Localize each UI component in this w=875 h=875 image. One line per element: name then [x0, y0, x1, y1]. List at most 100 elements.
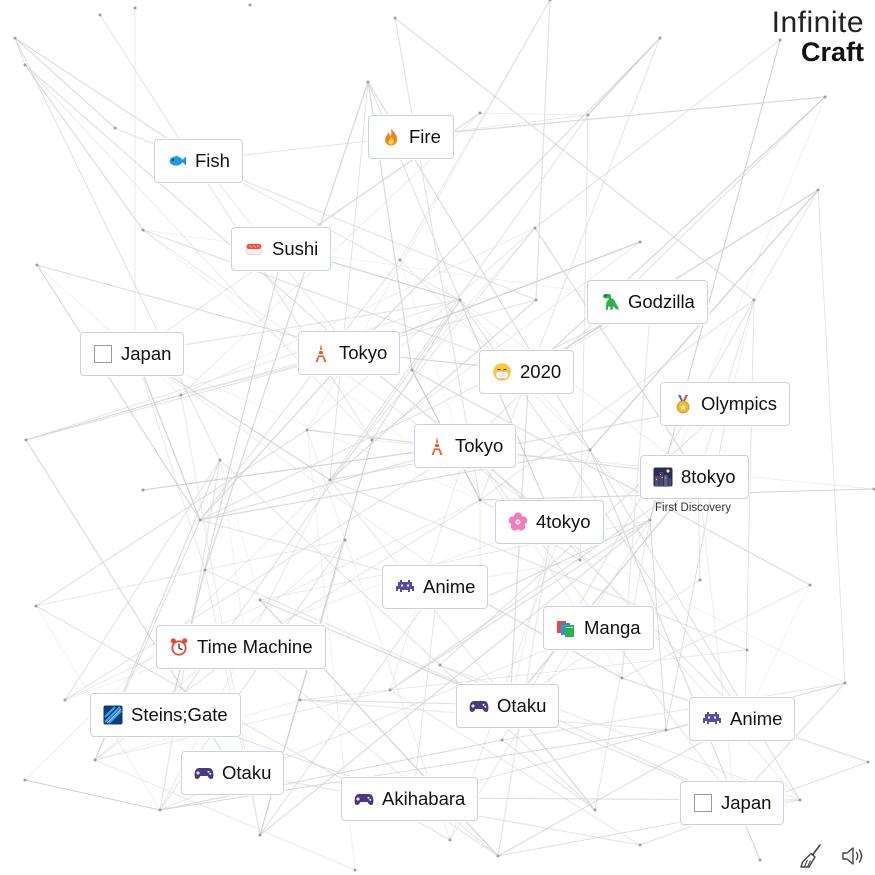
item-akihabara[interactable]: Akihabara — [341, 777, 479, 821]
connection-line — [245, 645, 499, 857]
connection-node — [534, 298, 538, 302]
item-label: Godzilla — [628, 291, 695, 312]
blank-square-icon — [693, 793, 713, 813]
connection-node — [798, 798, 802, 802]
item-godzilla[interactable]: Godzilla — [587, 280, 708, 324]
connection-line — [411, 369, 811, 586]
connection-line — [479, 112, 589, 116]
speaker-icon — [842, 847, 863, 865]
item-fish[interactable]: Fish — [154, 139, 243, 183]
connection-node — [458, 298, 462, 302]
connection-node — [218, 458, 222, 462]
connection-line — [817, 189, 846, 684]
connection-line — [621, 584, 811, 679]
connection-line — [142, 229, 554, 522]
connection-line — [219, 459, 261, 601]
connection-node — [808, 583, 812, 587]
connection-node — [752, 298, 756, 302]
connection-line — [501, 739, 596, 811]
connection-node — [298, 698, 302, 702]
connection-line — [501, 299, 755, 741]
connection-line — [199, 449, 591, 521]
connection-node — [638, 240, 642, 244]
connection-node — [398, 258, 402, 262]
clear-button[interactable] — [798, 842, 826, 870]
connection-line — [199, 300, 652, 521]
item-otaku[interactable]: Otaku — [456, 684, 560, 728]
connection-node — [448, 838, 452, 842]
connection-line — [159, 729, 667, 811]
connection-node — [203, 568, 207, 572]
space-invader-icon — [702, 709, 722, 729]
item-tokyo[interactable]: Tokyo — [414, 424, 517, 468]
connection-line — [501, 682, 846, 741]
tokyo-tower-icon — [311, 343, 331, 363]
item-4tokyo[interactable]: 4tokyo — [495, 500, 604, 544]
portal-icon — [103, 705, 123, 725]
connection-node — [758, 858, 762, 862]
connection-nodes — [13, 0, 875, 872]
connection-node — [843, 681, 847, 685]
item-anime[interactable]: Anime — [382, 565, 489, 609]
item-japan[interactable]: Japan — [680, 781, 785, 825]
connection-line — [142, 229, 530, 372]
connection-node — [179, 393, 183, 397]
item-olympics[interactable]: Olympics — [660, 382, 791, 426]
connection-line — [24, 64, 144, 231]
item-label: Akihabara — [382, 788, 466, 809]
item-steins-gate[interactable]: Steins;Gate — [90, 693, 241, 737]
connection-line — [14, 37, 221, 461]
connection-line — [329, 299, 537, 481]
connection-line — [509, 475, 699, 706]
connection-line — [649, 39, 781, 521]
item-otaku[interactable]: Otaku — [181, 751, 285, 795]
item-label: Time Machine — [197, 636, 313, 657]
item-tokyo[interactable]: Tokyo — [298, 331, 401, 375]
connection-line — [535, 0, 551, 301]
item-fire[interactable]: Fire — [368, 115, 454, 159]
item-japan[interactable]: Japan — [80, 332, 185, 376]
connection-node — [328, 478, 332, 482]
item-label: Fish — [195, 150, 230, 171]
item-label: Tokyo — [339, 342, 388, 363]
connection-line — [180, 227, 536, 396]
connection-line — [64, 459, 221, 701]
connection-node — [778, 38, 782, 42]
item-manga[interactable]: Manga — [543, 606, 654, 650]
connection-node — [248, 3, 252, 7]
item-label: 4tokyo — [536, 511, 591, 532]
connection-line — [134, 352, 481, 501]
connection-node — [578, 558, 582, 562]
connection-line — [389, 519, 651, 691]
connection-node — [393, 16, 397, 20]
connection-line — [199, 259, 401, 521]
connection-line — [534, 39, 781, 229]
item-label: Japan — [121, 343, 172, 364]
sound-toggle-button[interactable] — [839, 842, 867, 870]
connection-line — [459, 299, 554, 522]
connection-line — [24, 64, 373, 441]
item-8tokyo[interactable]: 8tokyo — [640, 455, 749, 499]
connection-line — [306, 227, 536, 431]
fish-icon — [167, 151, 187, 171]
item-anime[interactable]: Anime — [689, 697, 796, 741]
connection-line — [64, 520, 554, 701]
item-2020[interactable]: 2020 — [479, 350, 575, 394]
connection-node — [353, 868, 357, 872]
item-sushi[interactable]: Sushi — [231, 227, 332, 271]
connection-line — [259, 585, 439, 836]
connection-node — [35, 263, 39, 267]
connection-node — [141, 228, 145, 232]
item-time-machine[interactable]: Time Machine — [156, 625, 326, 669]
item-label: Anime — [423, 576, 476, 597]
tokyo-tower-icon — [427, 436, 447, 456]
connection-line — [25, 351, 353, 441]
first-discovery-badge: First Discovery — [655, 502, 732, 514]
connection-node — [664, 728, 668, 732]
connection-node — [866, 760, 870, 764]
connection-line — [14, 37, 116, 129]
face-mask-icon — [492, 362, 512, 382]
connection-line — [24, 64, 353, 353]
infinite-craft-logo: Infinite Craft — [772, 8, 864, 66]
